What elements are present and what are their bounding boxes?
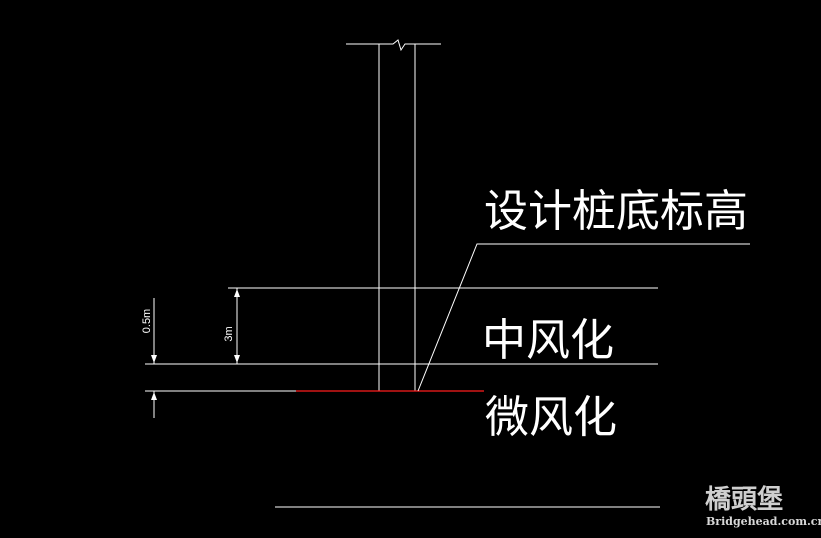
label-slightly-weathered: 微风化 [485,392,617,443]
watermark-site: Bridgehead.com.cn [706,515,821,528]
dimension-0-5m: 0.5m [141,298,296,418]
label-moderately-weathered: 中风化 [482,315,614,366]
label-design-pile-bottom-elevation: 设计桩底标高 [484,186,748,237]
pile-break-symbol [346,39,441,52]
dimension-arrow-up-icon [151,392,157,400]
dimension-3m: 3m [223,287,273,365]
dimension-arrow-down-icon [151,355,157,363]
leader-line [417,243,750,392]
dimension-arrow-up-icon [234,289,240,297]
dimension-label-3m: 3m [223,326,235,341]
dimension-label-0-5m: 0.5m [141,309,153,333]
dimension-arrow-down-icon [234,355,240,363]
pile-shaft [378,44,416,391]
watermark-logo: 橋頭堡 [705,484,783,515]
watermark: 橋頭堡 Bridgehead.com.cn [705,484,821,528]
